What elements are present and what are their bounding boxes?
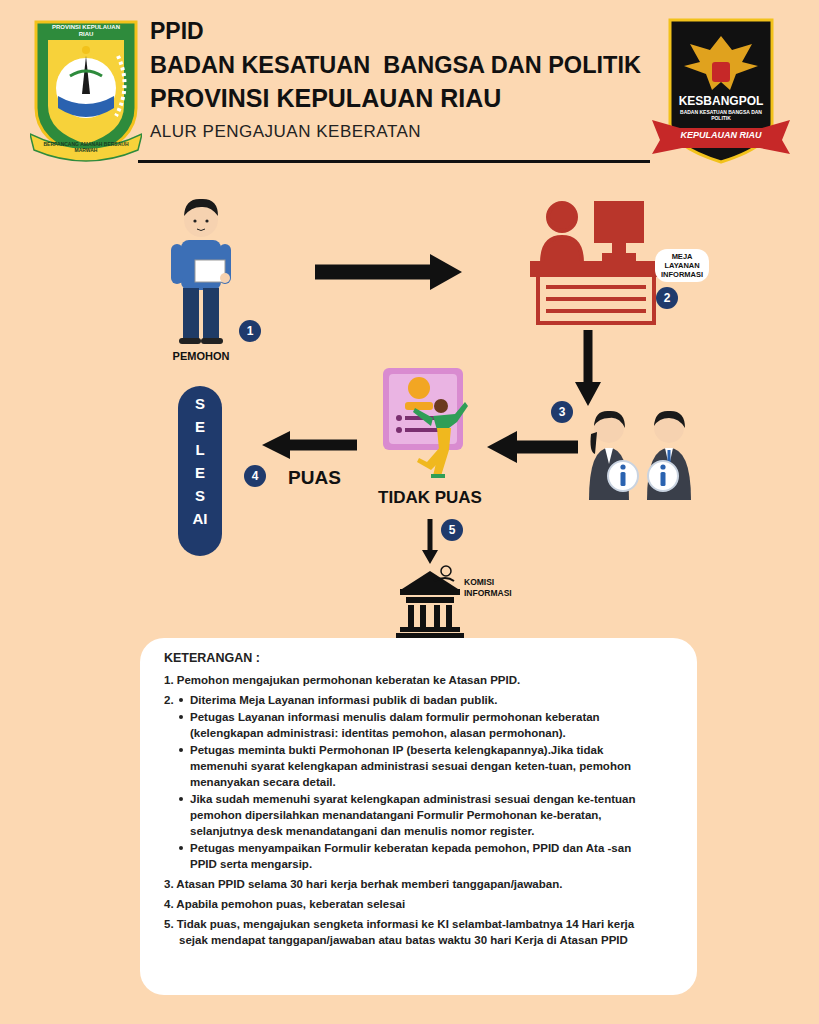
note-item: 3. Atasan PPID selama 30 hari kerja berh… [164, 876, 661, 892]
kesbangpol-logo [650, 16, 792, 166]
bullet-item: Petugas meminta bukti Permohonan IP (bes… [179, 742, 661, 790]
header-line: PROVINSI KEPULAUAN RIAU [150, 83, 501, 113]
callout-number: 3 [551, 401, 573, 423]
edge-label: PUAS [288, 467, 341, 489]
bullet-dot [179, 715, 183, 719]
commission-figure-art [396, 565, 466, 639]
desk-label-pill: MEJA LAYANAN INFORMASI [655, 249, 709, 282]
applicant-figure: PEMOHON1 [165, 190, 237, 365]
service-desk-figure: MEJA LAYANAN INFORMASI2 [528, 195, 663, 327]
notes-heading: KETERANGAN : [164, 650, 661, 666]
notes-panel: KETERANGAN : 1. Pemohon mengajukan permoh… [140, 638, 697, 995]
flow-arrow [487, 431, 578, 463]
flow-arrow [575, 330, 601, 406]
bullet-item: Petugas Layanan informasi menulis dalam … [179, 709, 661, 741]
dissatisfied-figure: TIDAK PUAS5 [375, 366, 485, 516]
flow-arrow [262, 431, 357, 459]
callout-number: 2 [656, 287, 678, 309]
officials-figure-art [585, 408, 697, 502]
bullet-text: Diterima Meja Layanan informasi publik d… [190, 692, 661, 708]
callout-number: 5 [441, 519, 463, 541]
dissatisfied-figure-art [375, 366, 475, 480]
bullet-dot [179, 698, 183, 702]
logo-ribbon-text: KEPULAUAN RIAU [672, 130, 770, 141]
applicant-figure-art [165, 190, 237, 346]
note-item: 1. Pemohon mengajukan permohonan keberat… [164, 672, 661, 688]
note-group: 2. Diterima Meja Layanan informasi publik… [164, 692, 661, 872]
finish-pill: SELESAI4 [178, 386, 222, 556]
figure-label: KOMISI INFORMASI [464, 577, 514, 599]
bullet-text: Petugas Layanan informasi menulis dalam … [190, 709, 661, 741]
bullet-text: Jika sudah memenuhi syarat kelengkapan a… [190, 791, 661, 839]
page-title: PPID [150, 18, 204, 44]
bullet-text: Petugas menyampaikan Formulir keberatan … [190, 840, 661, 872]
bullet-text: Petugas meminta bukti Permohonan IP (bes… [190, 742, 661, 790]
header-line: BADAN KESATUAN BANGSA DAN POLITIK [150, 50, 641, 80]
flow-arrow [422, 519, 438, 564]
finish-text: SELESAI [193, 392, 208, 530]
callout-number: 4 [244, 465, 266, 487]
logo-motto: BERPANCANG AMANAH BERSAUH MARWAH [40, 141, 132, 153]
callout-number: 1 [239, 320, 261, 342]
figure-label: TIDAK PUAS [367, 488, 493, 508]
bullet-dot [179, 748, 183, 752]
bullet-item: Petugas menyampaikan Formulir keberatan … [179, 840, 661, 872]
logo-text: KESBANGPOL [672, 94, 770, 108]
commission-figure: KOMISI INFORMASI [396, 565, 514, 638]
note-item: 4. Apabila pemohon puas, keberatan seles… [164, 896, 661, 912]
header-subtitle: ALUR PENGAJUAN KEBERATAN [150, 121, 421, 143]
note-number: 2. [164, 692, 174, 708]
bullet-item: Diterima Meja Layanan informasi publik d… [179, 692, 661, 708]
note-item: 5. Tidak puas, mengajukan sengketa infor… [164, 916, 661, 948]
logo-text: PROVINSI KEPULAUAN RIAU [44, 24, 128, 38]
figure-label: PEMOHON [155, 350, 247, 363]
bullet-item: Jika sudah memenuhi syarat kelengkapan a… [179, 791, 661, 839]
bullet-dot [179, 797, 183, 801]
header-rule [138, 160, 650, 164]
officials-figure: 3 [585, 408, 700, 503]
service-desk-figure-art [528, 195, 663, 325]
flow-arrow [315, 254, 462, 290]
logo-text: BADAN KESATUAN BANGSA DAN POLITIK [676, 109, 766, 121]
bullet-dot [179, 846, 183, 850]
